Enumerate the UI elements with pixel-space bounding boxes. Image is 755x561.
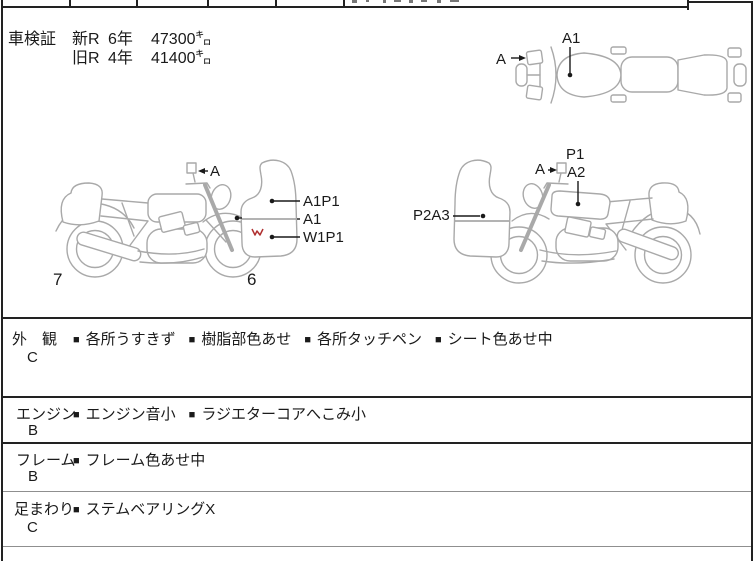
section-name: エンジン (16, 406, 77, 423)
left-view-label-a: A (210, 163, 221, 180)
condition-item: ■ラジエターコアへこみ小 (188, 406, 367, 423)
condition-item: ■フレーム色あせ中 (73, 452, 206, 469)
shaken-km: 41400㌔ (151, 50, 212, 67)
header-cell-divider (69, 0, 71, 8)
header-cell-divider (207, 0, 209, 8)
shaken-label: 車検証 (8, 31, 57, 48)
top-view-leader-lines (511, 47, 573, 78)
section-items: ■ステムベアリングX (73, 498, 215, 519)
section-items: ■エンジン音小 ■ラジエターコアへこみ小 (73, 403, 366, 424)
bullet-icon: ■ (188, 409, 196, 421)
condition-item: ■シート色あせ中 (435, 331, 553, 348)
condition-item: ■樹脂部色あせ (188, 331, 292, 348)
header-cell-divider (136, 0, 138, 8)
bullet-icon: ■ (304, 334, 311, 346)
shaken-year: 4年 (108, 50, 133, 67)
cropped-text-remnant (409, 0, 413, 3)
section-name: フレーム (16, 452, 76, 469)
left-view-label-a1p1: A1P1 (303, 193, 340, 210)
section-grade: C (27, 349, 38, 366)
diagram-section-bottom-border (1, 317, 753, 319)
bullet-icon: ■ (73, 334, 80, 346)
sheet-top-border (1, 6, 689, 8)
condition-item: ■各所うすきず (73, 331, 176, 348)
section-items: ■各所うすきず ■樹脂部色あせ ■各所タッチペン ■シート色あせ中 (73, 328, 553, 349)
rear-wheel-number: 7 (53, 270, 63, 289)
right-view-label-a2: A2 (567, 164, 586, 181)
bullet-icon: ■ (435, 334, 442, 346)
top-view-motorcycle-sketch (515, 46, 747, 104)
row-divider (3, 442, 751, 444)
cropped-text-remnant (437, 0, 441, 3)
top-view-label-a1: A1 (562, 30, 581, 47)
sheet-right-border (751, 1, 753, 561)
right-view-label-p2a3: P2A3 (413, 207, 450, 224)
right-fender-detail (453, 159, 511, 258)
header-cell-divider (343, 0, 345, 8)
section-grade: B (28, 468, 39, 485)
damage-mark-w (251, 228, 264, 236)
header-cell-divider (687, 0, 689, 10)
cropped-text-remnant (421, 0, 427, 2)
row-divider (3, 491, 751, 492)
cropped-text-remnant (383, 0, 386, 3)
shaken-mileage-block: 車検証 新R 6年 47300㌔ 旧R 4年 41400㌔ (8, 30, 212, 68)
section-grade: B (28, 422, 39, 439)
shaken-rows: 新R 6年 47300㌔ 旧R 4年 41400㌔ (72, 30, 212, 68)
right-view-label-a: A (535, 161, 546, 178)
section-name: 外 観 (12, 331, 58, 348)
bullet-icon: ■ (73, 504, 80, 516)
right-side-leader-lines (453, 167, 581, 219)
bullet-icon: ■ (188, 334, 196, 346)
condition-item: ■エンジン音小 (73, 406, 176, 423)
shaken-era: 旧R (72, 50, 100, 67)
front-wheel-number: 6 (247, 270, 257, 289)
row-divider (3, 396, 751, 398)
row-divider (3, 546, 751, 547)
cropped-text-remnant (352, 0, 357, 3)
left-side-motorcycle-sketch (55, 162, 262, 278)
left-view-label-a1: A1 (303, 211, 322, 228)
top-view-label-a: A (496, 51, 507, 68)
shaken-km: 47300㌔ (151, 31, 212, 48)
right-side-motorcycle-sketch (490, 162, 701, 284)
sheet-left-border (1, 0, 3, 561)
section-name: 足まわり (14, 501, 75, 518)
shaken-era: 新R (72, 31, 100, 48)
condition-item: ■ステムベアリングX (73, 501, 216, 518)
sheet-top-border-right (687, 1, 753, 3)
cropped-text-remnant (366, 0, 369, 2)
section-grade: C (27, 519, 38, 536)
shaken-year: 6年 (108, 31, 133, 48)
section-items: ■フレーム色あせ中 (73, 449, 205, 470)
shaken-row-old: 旧R 4年 41400㌔ (72, 49, 212, 68)
bullet-icon: ■ (73, 455, 80, 467)
header-cell-divider (275, 0, 277, 8)
shaken-row-new: 新R 6年 47300㌔ (72, 30, 212, 49)
bullet-icon: ■ (73, 409, 80, 421)
right-view-label-p1: P1 (566, 146, 585, 163)
cropped-text-remnant (394, 0, 401, 2)
left-view-label-w1p1: W1P1 (303, 229, 344, 246)
cropped-text-remnant (450, 0, 459, 2)
condition-item: ■各所タッチペン (304, 331, 423, 348)
left-fender-detail (240, 159, 298, 258)
